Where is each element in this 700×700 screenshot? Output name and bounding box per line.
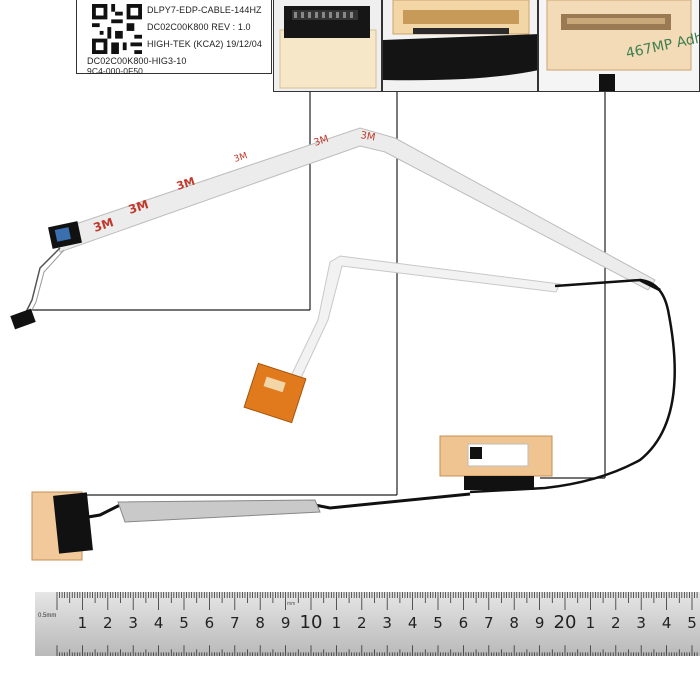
ruler-number: 9: [280, 614, 291, 632]
ruler-number: 6: [458, 614, 469, 632]
svg-text:3M: 3M: [175, 175, 197, 193]
thumbnail-connector-tape: 467MP Adhesive: [538, 0, 700, 92]
ruler-number: 5: [687, 614, 697, 632]
svg-text:3M: 3M: [233, 151, 249, 165]
label-manufacturer-date: HIGH-TEK (KCA2) 19/12/04: [147, 39, 262, 49]
label-revision: DC02C00K800 REV : 1.0: [147, 22, 251, 32]
ruler-number: 2: [103, 614, 113, 632]
ruler-number: 6: [204, 614, 215, 632]
ruler-number: 3: [636, 614, 646, 632]
ruler-number: 5: [179, 614, 189, 632]
ruler-number: 4: [661, 614, 672, 632]
label-serial-code: 9C4-000-0F50: [87, 66, 144, 76]
svg-text:3M: 3M: [313, 134, 331, 149]
ruler-number: 3: [382, 614, 392, 632]
ruler-number: 2: [357, 614, 367, 632]
ruler-number: 3: [128, 614, 138, 632]
ruler-brand: mm: [287, 601, 296, 607]
svg-text:3M: 3M: [92, 215, 116, 235]
ruler-number: 20: [553, 612, 577, 633]
cable-label: DLPY7-EDP-CABLE-144HZ DC02C00K800 REV : …: [76, 0, 272, 76]
qr-code-icon: [92, 4, 142, 54]
ruler-number: 7: [484, 614, 494, 632]
ruler-number: 10: [299, 612, 323, 633]
svg-text:3M: 3M: [127, 197, 151, 217]
ruler-number: 4: [153, 614, 164, 632]
ruler-number: 5: [433, 614, 443, 632]
ruler-number: 8: [509, 614, 519, 632]
ruler-number: 2: [611, 614, 621, 632]
ruler-number: 1: [77, 614, 88, 632]
label-part-number: DLPY7-EDP-CABLE-144HZ: [147, 5, 262, 15]
ruler-number: 9: [534, 614, 545, 632]
cable-photo: 3M 3M 3M 3M 3M 3M: [10, 92, 676, 561]
svg-text:3M: 3M: [359, 130, 376, 143]
ruler-number: 7: [230, 614, 240, 632]
thumbnail-connector-wide: [382, 0, 538, 92]
ruler-number: 1: [585, 614, 596, 632]
ruler-unit: 0.5mm: [38, 613, 57, 619]
label-model-code: DC02C00K800-HIG3-10: [87, 56, 187, 66]
ruler-number: 1: [331, 614, 342, 632]
ruler-number: 8: [255, 614, 265, 632]
ruler-number: 4: [407, 614, 418, 632]
thumbnail-connector-small: [273, 0, 382, 92]
